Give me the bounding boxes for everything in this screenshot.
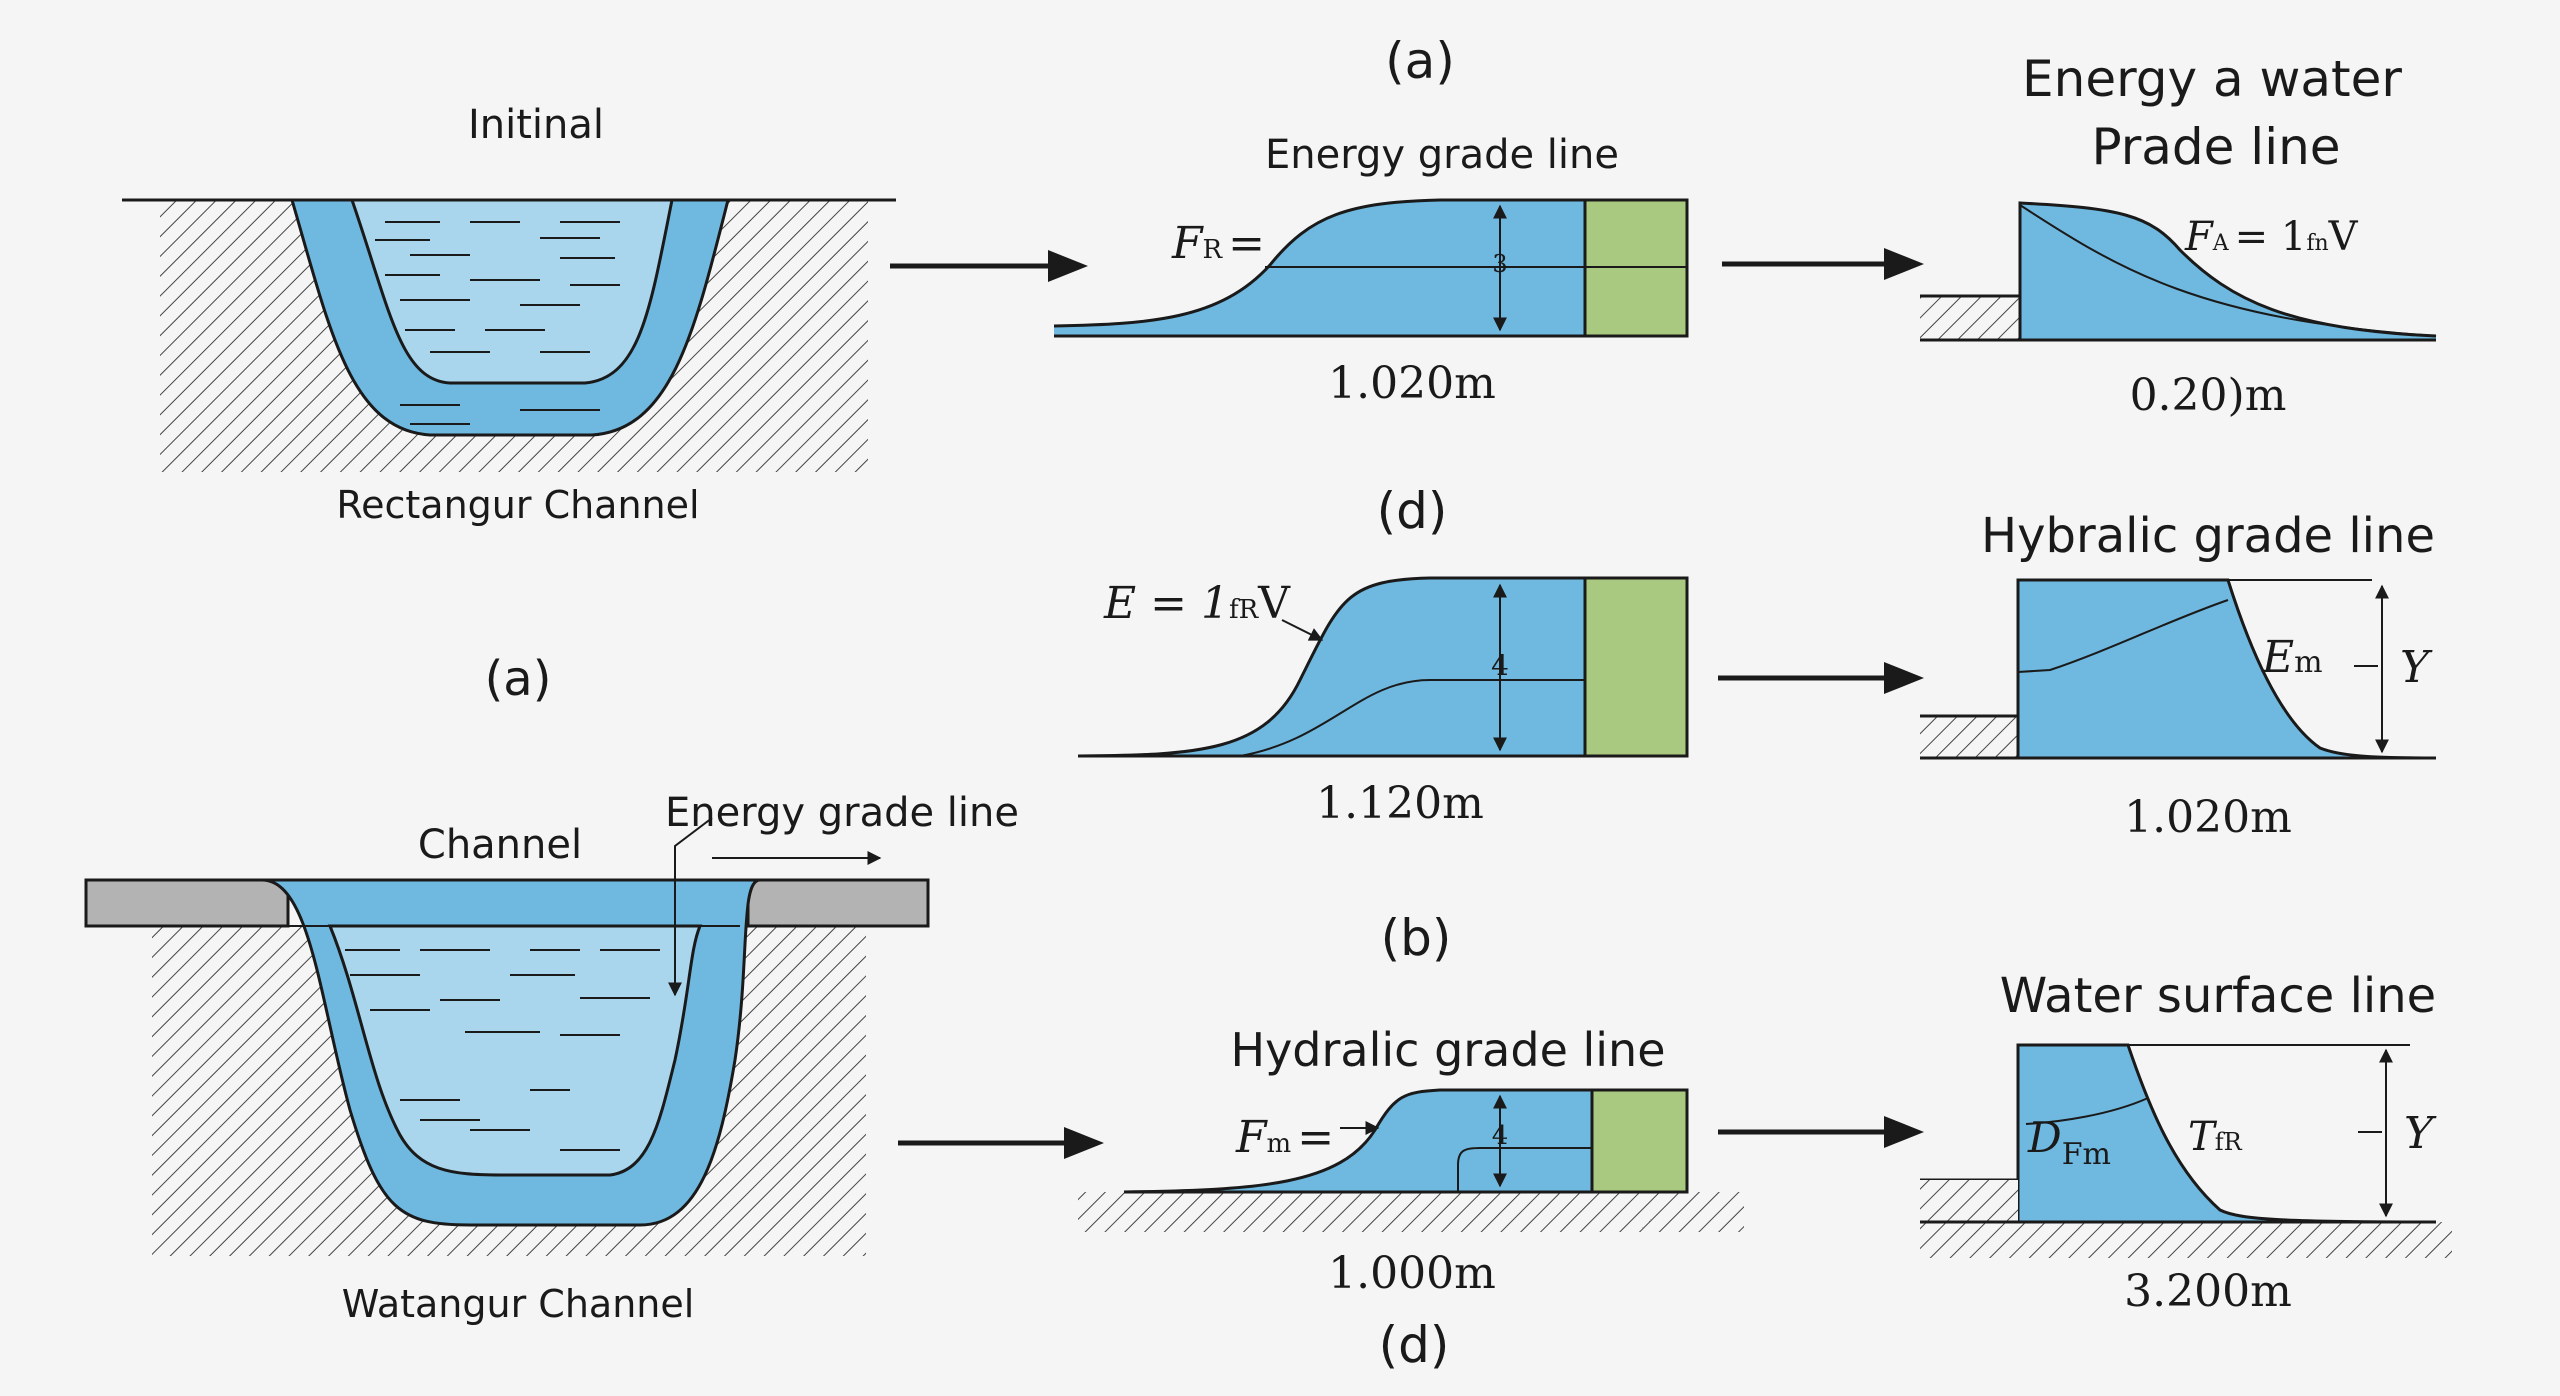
left-mid-label: (a)	[485, 651, 552, 707]
energy-profile	[1124, 1090, 1592, 1192]
marker-value: 4	[1492, 1121, 1509, 1151]
green-block	[1583, 576, 1689, 758]
green-block	[1590, 1088, 1689, 1194]
right-plank	[746, 878, 930, 928]
ground-hatch-6	[1920, 1222, 2452, 1258]
energy-profile-outline	[1077, 576, 1585, 758]
left-plank	[84, 878, 290, 928]
ground-hatch-7	[1920, 1180, 2018, 1222]
hgl-curve	[1239, 679, 1687, 757]
ground-hatch-3	[1078, 1192, 1744, 1232]
left-top-title: Initinal	[468, 102, 604, 148]
panel-caption: 1.020m	[2124, 792, 2292, 843]
water-profile	[2020, 203, 2436, 340]
d-label: DFm	[2027, 1113, 2111, 1172]
right-arrow-icon	[1884, 1116, 1924, 1148]
middle-row1: (a) Energy grade line 3 FR= 1.020m	[1053, 32, 1689, 409]
ground-hatch-5	[1920, 716, 2018, 758]
middle-row3: (b) Hydralic grade line 4 Fm= 1.000m (d)	[1078, 909, 1744, 1374]
left-bottom-title: Channel	[418, 822, 582, 868]
right-row2: Hybralic grade line Y Em 1.020m	[1920, 508, 2437, 843]
water-ripples	[375, 221, 620, 425]
energy-profile	[1078, 578, 1585, 756]
middle-row2: (d) 4 E = 1fRV 1.120m	[1077, 482, 1689, 829]
right-row1: Energy a water Prade line FA= 1fnV 0.20)…	[1920, 50, 2437, 421]
left-bottom-channel: Channel Energy grade line Watangur Chann…	[84, 790, 1019, 1326]
panel-caption: 1.020m	[1328, 358, 1496, 409]
left-top-channel: Initinal Rectangur Channel	[122, 102, 896, 527]
equation: FA= 1fnV	[2184, 214, 2359, 260]
water-profile	[2018, 1045, 2436, 1222]
panel-title: Energy grade line	[1265, 132, 1619, 178]
hgl-curve	[2017, 599, 2229, 673]
right-arrow-icon	[1048, 250, 1088, 282]
panel-caption: 3.200m	[2124, 1266, 2292, 1317]
energy-profile-outline	[1053, 198, 1585, 328]
hgl-curve	[2025, 1097, 2149, 1125]
y-label: Y	[2404, 1108, 2437, 1159]
panel-title-line2: Prade line	[2091, 118, 2340, 176]
left-bottom-caption: Watangur Channel	[342, 1282, 695, 1326]
panel-caption: 1.120m	[1316, 778, 1484, 829]
panel-caption: 1.000m	[1328, 1248, 1496, 1299]
energy-profile-outline	[1123, 1088, 1592, 1194]
panel-caption: 0.20)m	[2130, 370, 2287, 421]
y-label: Y	[2400, 642, 2433, 693]
diagonal-line	[2019, 204, 2437, 337]
right-row3: Water surface line Y DFm TfR 3.200m	[1920, 968, 2452, 1317]
panel-title: Water surface line	[2000, 968, 2436, 1024]
egl-pointer	[668, 817, 713, 997]
ground-hatch-4	[1920, 296, 2020, 340]
e-label: Em	[2261, 632, 2323, 683]
flow-arrows	[890, 248, 1924, 1159]
equation: FR=	[1171, 218, 1265, 269]
panel-title: Hydralic grade line	[1230, 1023, 1665, 1077]
equation: E = 1fRV	[1103, 578, 1291, 629]
panel-label-bottom: (d)	[1379, 1316, 1450, 1374]
channel-water-inner	[349, 198, 674, 385]
panel-label: (d)	[1377, 482, 1448, 540]
left-top-caption: Rectangur Channel	[336, 483, 699, 527]
pointer-arrow	[1281, 619, 1324, 641]
water-profile	[2018, 580, 2436, 758]
right-arrow-icon	[1884, 662, 1924, 694]
panel-label: (b)	[1381, 909, 1452, 967]
panel-title: Hybralic grade line	[1981, 508, 2435, 564]
panel-title-line1: Energy a water	[2022, 50, 2402, 108]
t-label: TfR	[2188, 1114, 2243, 1160]
water-ripples-2	[345, 949, 660, 1151]
left-egl-label: Energy grade line	[665, 790, 1019, 836]
hgl-step	[1457, 1147, 1687, 1192]
marker-value: 4	[1491, 649, 1509, 682]
equation: Fm=	[1235, 1112, 1334, 1163]
right-arrow-icon	[1884, 248, 1924, 280]
channel-water-inner-2	[327, 924, 703, 1177]
right-arrow-icon	[1064, 1127, 1104, 1159]
panel-label: (a)	[1385, 32, 1455, 90]
marker-value: 3	[1492, 250, 1507, 278]
